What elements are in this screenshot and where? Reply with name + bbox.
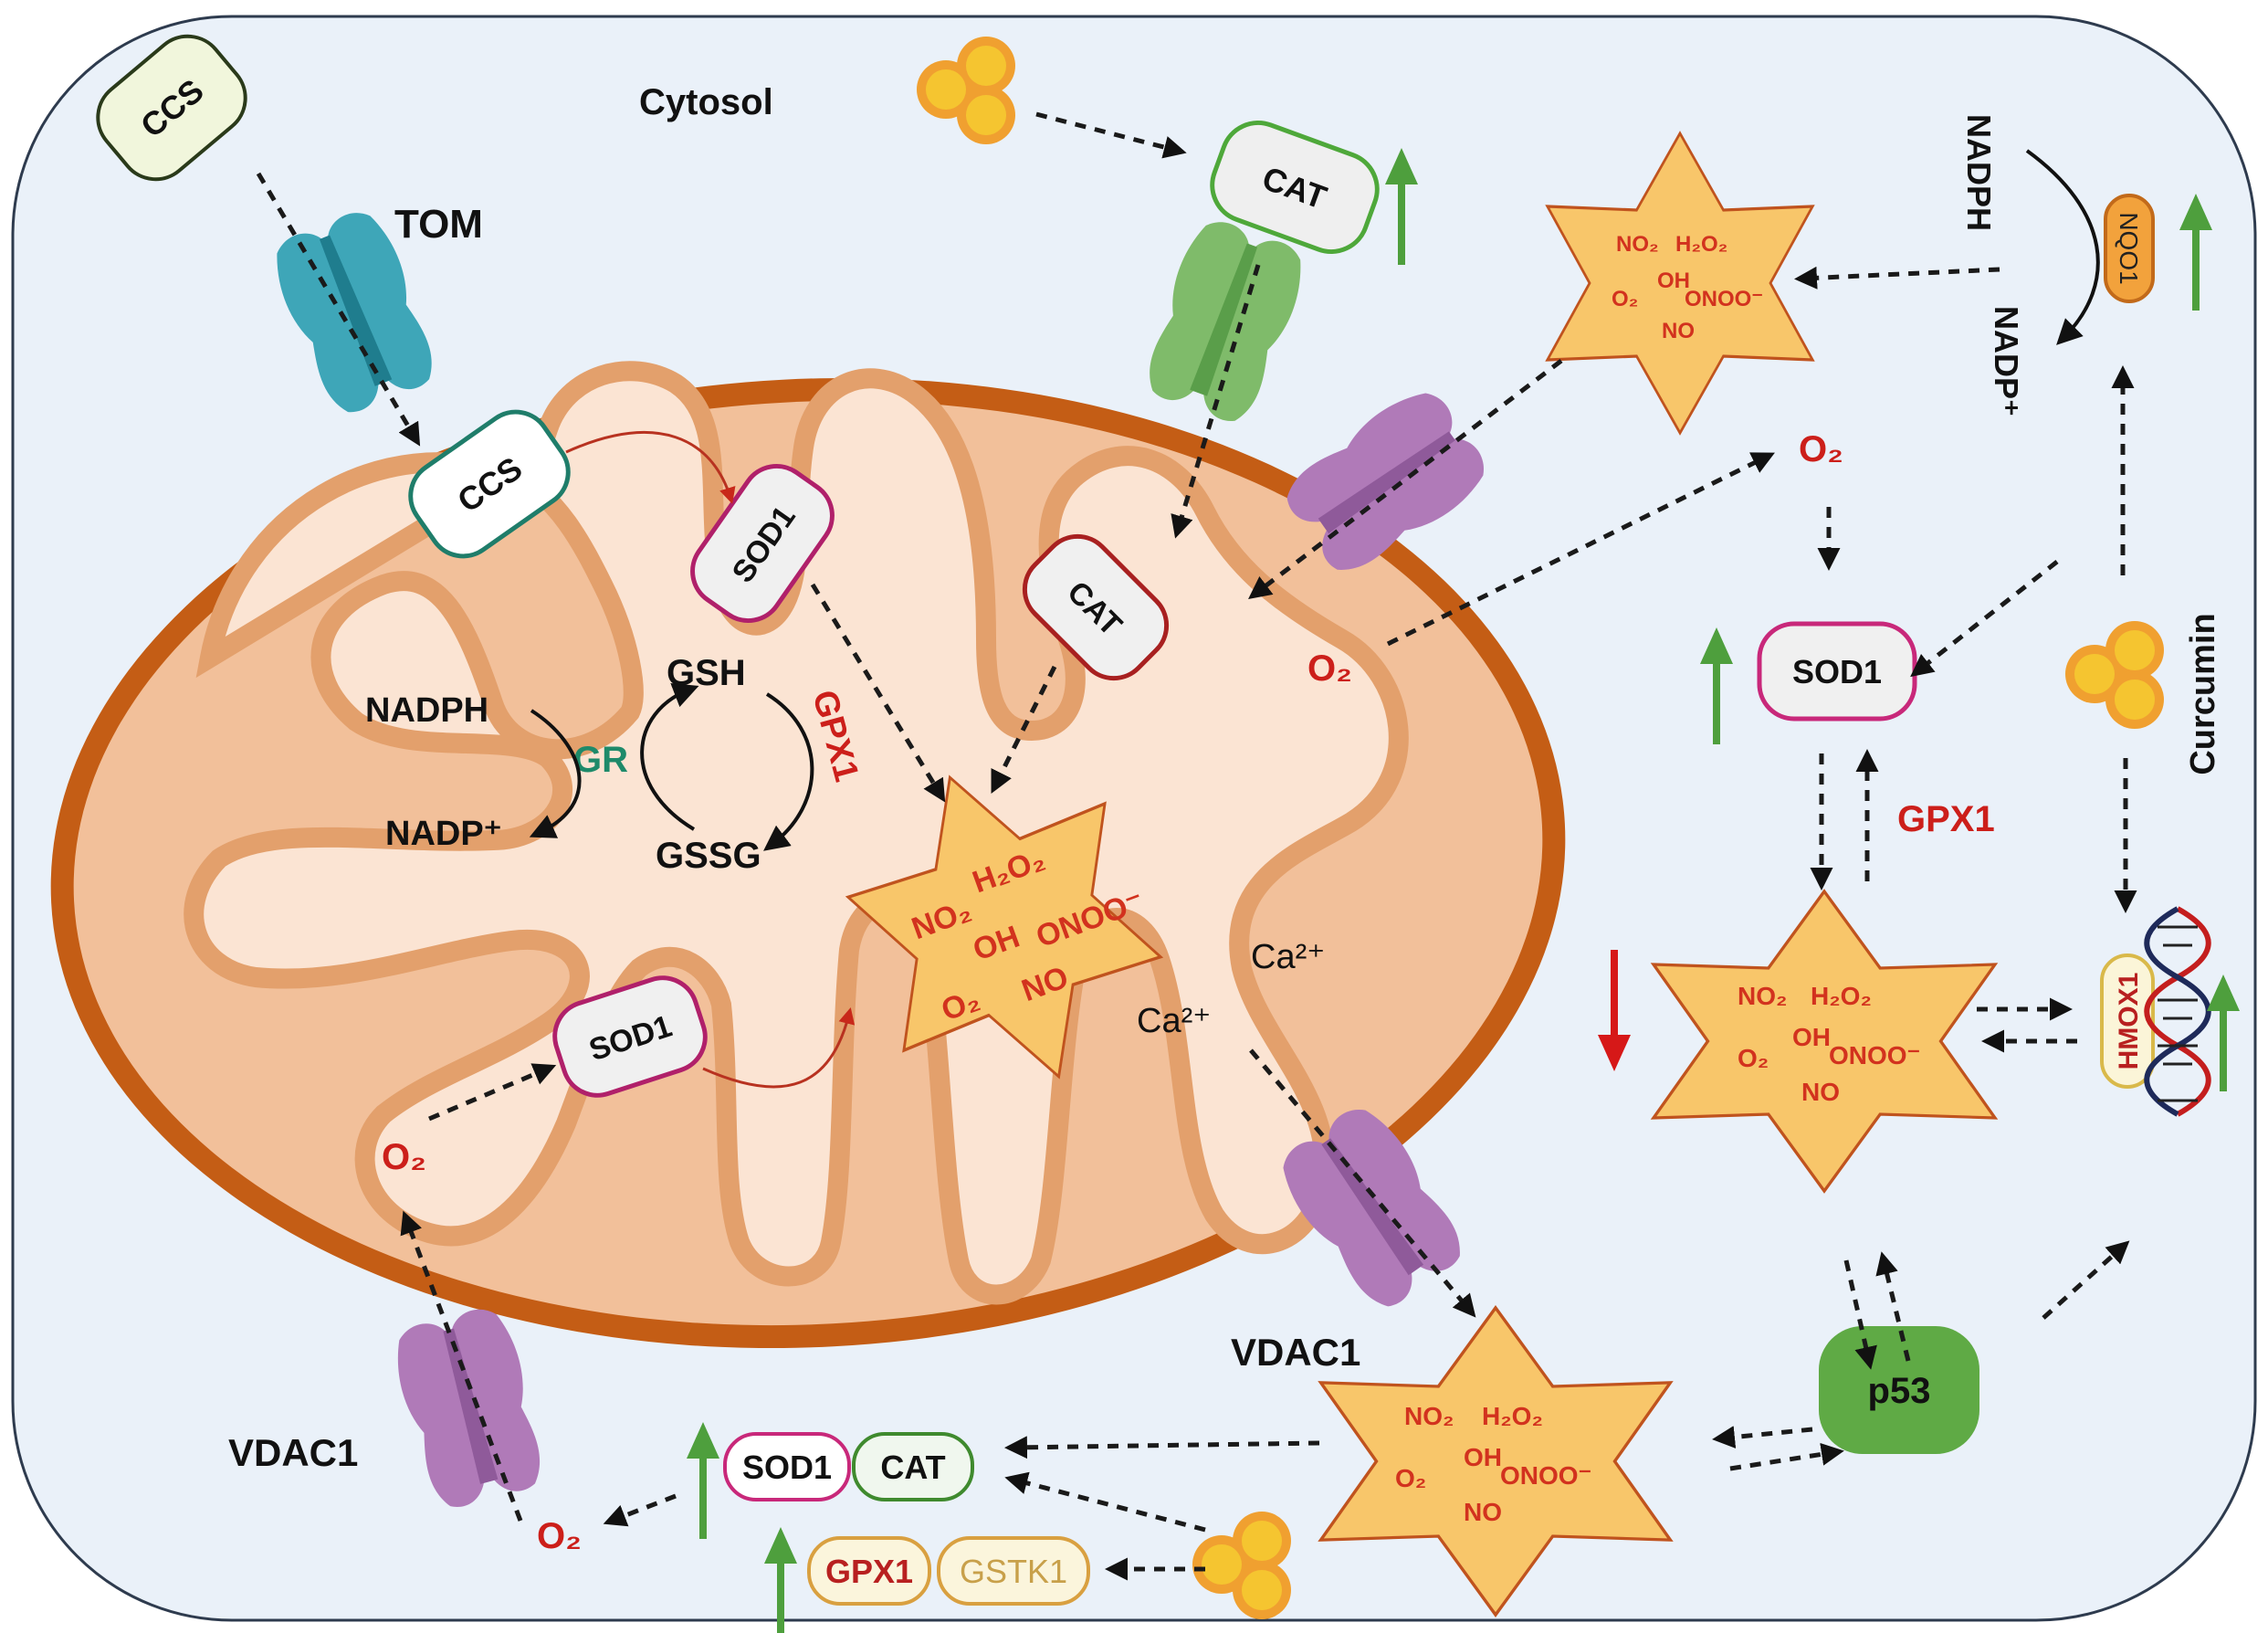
ros-h2o2: H₂O₂	[1482, 1402, 1543, 1430]
gsh-to-gssg-arrow	[763, 692, 814, 851]
tom-channel	[263, 202, 446, 422]
sod1-cytosol-text: SOD1	[1792, 653, 1882, 690]
o2-matrix-left: O₂	[382, 1137, 426, 1177]
p53-text: p53	[1868, 1371, 1931, 1411]
vdac1-channel-bottom-left	[386, 1301, 552, 1514]
gpx1-bottom-pill: GPX1	[807, 1536, 931, 1606]
ros-no: NO	[1662, 319, 1695, 343]
sod1-upper-pill: SOD1	[690, 463, 835, 624]
calcium-label-2: Ca²⁺	[1137, 1002, 1211, 1040]
cat-mito-pill: CAT	[1022, 533, 1170, 681]
cat-import-channel	[1135, 212, 1314, 430]
ros-h2o2: H₂O₂	[1675, 232, 1727, 257]
nadph-matrix-label: NADPH	[365, 691, 488, 730]
sod1-bottom-pill: SOD1	[723, 1432, 851, 1501]
down-arrow-ros-cytosol	[1598, 950, 1631, 1071]
gstk1-bottom-pill: GSTK1	[937, 1536, 1090, 1606]
tom-label: TOM	[394, 202, 483, 247]
vdac1-label-left: VDAC1	[228, 1431, 358, 1474]
ros-h2o2: H₂O₂	[1811, 982, 1872, 1010]
hmox1-pill: HMOX1	[2100, 953, 2155, 1089]
gssg-label: GSSG	[656, 836, 761, 876]
gr-label: GR	[573, 740, 628, 780]
sod1-cytosol-pill: SOD1	[1757, 621, 1917, 722]
nqo1-text: NQO1	[2115, 212, 2143, 284]
ros-onoo: ONOO⁻	[1500, 1461, 1591, 1490]
mitochondrion	[50, 361, 1566, 1349]
nadph-to-nadp-arrow	[529, 709, 582, 838]
gpx1-bottom-text: GPX1	[825, 1553, 913, 1590]
ros-onoo: ONOO⁻	[1829, 1041, 1920, 1069]
nadp-matrix-label: NADP⁺	[385, 815, 502, 853]
hmox1-text: HMOX1	[2114, 973, 2144, 1070]
ros-oh: OH	[1792, 1023, 1831, 1051]
cat-cytosol-pill: CAT	[1210, 120, 1380, 255]
ros-o2: O₂	[1612, 287, 1638, 311]
ros-no: NO	[1464, 1498, 1502, 1526]
nqo1-pill: NQO1	[2104, 194, 2155, 303]
ros-species-cytosol-right: NO₂ H₂O₂ OH ONOO⁻ O₂ NO	[1738, 982, 1920, 1106]
pathway-arrows	[256, 111, 2137, 1581]
sod1-bottom-text: SOD1	[742, 1449, 832, 1486]
cat-bottom-pill: CAT	[852, 1432, 974, 1501]
vdac1-label-right: VDAC1	[1231, 1331, 1360, 1374]
calcium-label-1: Ca²⁺	[1251, 938, 1325, 976]
o2-matrix-right: O₂	[1307, 648, 1352, 689]
cytosol-label: Cytosol	[639, 82, 773, 122]
ros-o2: O₂	[1738, 1044, 1769, 1072]
nqo1-redox-arrow	[2025, 149, 2100, 345]
ros-no2: NO₂	[1616, 232, 1659, 257]
ros-onoo: ONOO⁻	[1685, 287, 1763, 311]
ros-no2: NO₂	[1404, 1402, 1454, 1430]
gpx1-cytosol-label: GPX1	[1897, 799, 1995, 839]
ros-no: NO	[1801, 1078, 1840, 1106]
p53-pill: p53	[1819, 1326, 1979, 1454]
ros-species-cytosol-top: NO₂ H₂O₂ OH ONOO⁻ O₂ NO	[1612, 232, 1763, 343]
vdac1-channel-top	[1275, 378, 1497, 585]
gssg-to-gsh-arrow	[640, 682, 699, 831]
ccs-mito-pill: CCS	[408, 409, 571, 559]
gstk1-bottom-text: GSTK1	[960, 1553, 1067, 1590]
gsh-label: GSH	[667, 653, 746, 693]
curcumin-label: Curcumin	[2184, 613, 2222, 774]
ros-species-cytosol-bottom: NO₂ H₂O₂ OH ONOO⁻ O₂ NO	[1395, 1402, 1591, 1526]
cat-bottom-text: CAT	[880, 1449, 945, 1486]
ros-oh: OH	[1657, 269, 1690, 293]
dna-helix-icon	[2144, 906, 2211, 1117]
vdac1-channel-bottom-right	[1268, 1096, 1475, 1319]
nadph-cytosol-label: NADPH	[1960, 114, 1998, 231]
nadp-cytosol-label: NADP⁺	[1988, 306, 2025, 416]
ros-o2: O₂	[1395, 1464, 1426, 1492]
sod1-lower-pill: SOD1	[552, 975, 708, 1098]
ros-oh: OH	[1464, 1443, 1502, 1471]
o2-cytosol-top: O₂	[1799, 429, 1843, 469]
ccs-cytosol-pill: CCS	[96, 34, 247, 182]
o2-cytosol-bottom: O₂	[537, 1516, 582, 1556]
ros-no2: NO₂	[1738, 982, 1787, 1010]
